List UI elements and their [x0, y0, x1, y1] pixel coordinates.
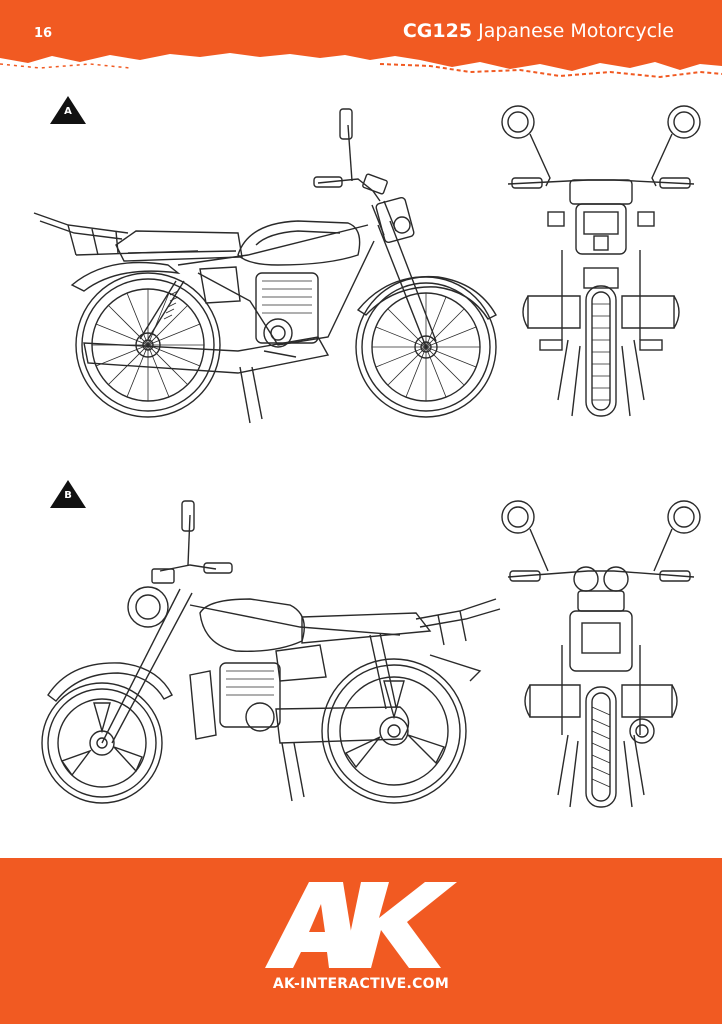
- header-torn-band: [0, 0, 722, 79]
- view-b-front-drawing: [501, 500, 701, 808]
- model-subtitle: Japanese Motorcycle: [478, 20, 674, 42]
- page-title: CG125 Japanese Motorcycle: [403, 20, 674, 42]
- model-name: CG125: [402, 20, 473, 42]
- ak-logo: [265, 882, 457, 968]
- brand-website[interactable]: AK-INTERACTIVE.COM: [272, 976, 450, 992]
- page-number: 16: [34, 26, 53, 41]
- triangle-icon: [50, 480, 86, 508]
- view-a-front-drawing: [501, 105, 701, 417]
- page-header: 16 CG125 Japanese Motorcycle: [0, 0, 722, 80]
- view-a-label: A: [64, 106, 72, 117]
- page-footer: AK-INTERACTIVE.COM: [0, 858, 722, 1024]
- view-b-side-drawing: [41, 500, 501, 804]
- triangle-icon: [50, 96, 86, 124]
- view-b-label: B: [64, 490, 72, 501]
- motorcycle-front-lineart: [501, 500, 701, 808]
- view-b-marker: B: [48, 478, 88, 510]
- view-a-marker: A: [48, 94, 88, 126]
- motorcycle-side-lineart: [33, 108, 497, 424]
- motorcycle-side-lineart: [41, 500, 501, 804]
- motorcycle-front-lineart: [501, 105, 701, 417]
- view-a-side-drawing: [33, 108, 497, 424]
